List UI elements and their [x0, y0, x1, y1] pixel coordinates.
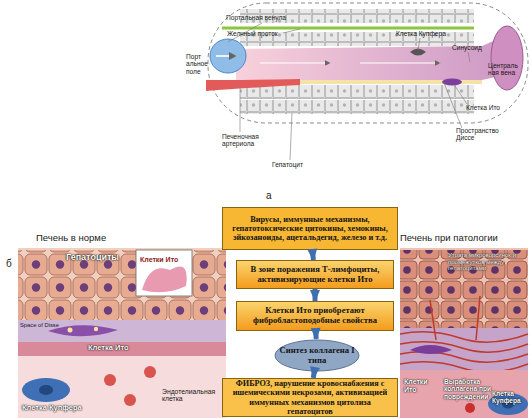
normal-liver-illustration-part: [22, 378, 70, 402]
part-label: Желчный проток: [227, 30, 278, 37]
flow-arrow: [312, 250, 313, 260]
fibrotic-liver-illustration-part-part: [430, 300, 436, 340]
fibrotic-liver-illustration-part-part: [476, 296, 480, 340]
part-label: Клетка Купфера: [22, 404, 82, 412]
part-label: Порт альное поле: [186, 53, 220, 75]
lobule-schematic-part: [208, 3, 528, 123]
lobule-schematic-part: [216, 55, 236, 57]
part-label: Пространство Диссе: [456, 127, 512, 142]
lobule-schematic-part-part: [290, 113, 292, 160]
normal-liver-illustration-part: [124, 394, 136, 406]
part-label: Гепатоциты: [66, 253, 119, 263]
normal-liver-illustration-part: [18, 248, 226, 418]
fibrotic-liver-illustration: [400, 248, 528, 418]
flow-arrow: [313, 331, 318, 339]
part-label: Клетка Купфера: [396, 30, 446, 37]
part-label: Клетка Ито: [88, 344, 129, 352]
lobule-schematic-part: [491, 26, 523, 90]
normal-liver-illustration-part: [18, 250, 226, 320]
ellipse-shape: [275, 340, 359, 371]
lobule-schematic-part-part: [468, 52, 470, 62]
part-label: Гепатоцит: [272, 161, 303, 168]
panel-heading: Печень при патологии: [400, 233, 498, 243]
lobule-schematic-part: [442, 79, 462, 86]
node-text: Клетки Ито приобретают фибробластоподобн…: [240, 306, 390, 325]
node-text: ФИБРОЗ, нарушение кровоснабжения с ишеми…: [226, 379, 394, 416]
part-label: Печеночная артериола: [222, 133, 274, 148]
part-label: Утрата микроворсинок и промежутков между…: [448, 252, 526, 272]
normal-liver-illustration-part: [18, 342, 226, 356]
fibrotic-liver-illustration-part: [400, 296, 528, 372]
part-label: Клетки Ито: [140, 256, 184, 264]
fibrotic-liver-illustration-part: [410, 345, 452, 354]
fibrotic-liver-illustration-part-part: [400, 352, 528, 362]
process-ellipse: Синтез коллагена I типа: [274, 339, 360, 372]
lobule-schematic-part: [240, 100, 474, 114]
part-label: Клетка Ито: [466, 104, 500, 111]
normal-liver-illustration-part: [68, 328, 73, 333]
lobule-schematic-part: [206, 79, 300, 91]
lobule-schematic-part: [360, 62, 440, 63]
lobule-schematic-part: [210, 39, 246, 73]
lobule-schematic-part-part: [283, 29, 300, 33]
part-label: Клетка Купфера: [492, 390, 528, 405]
outcome-box: ФИБРОЗ, нарушение кровоснабжения с ишеми…: [222, 378, 398, 417]
process-box: В зоне поражения Т-лимфоциты, активизиру…: [236, 260, 394, 289]
panel-letter: б: [6, 258, 12, 269]
normal-liver-illustration-part: [39, 385, 53, 395]
normal-liver-illustration-part: [18, 320, 226, 342]
lobule-schematic-part: [240, 85, 474, 99]
process-box: Клетки Ито приобретают фибробластоподобн…: [236, 301, 394, 331]
part-label: Space of Disse: [20, 322, 59, 328]
node-text: Синтез коллагена I типа: [277, 346, 357, 365]
fibrotic-liver-illustration-part: [400, 328, 528, 370]
lobule-schematic-part-part: [240, 88, 241, 132]
normal-liver-illustration-part: [136, 250, 192, 296]
normal-liver-illustration-part: [18, 356, 226, 418]
part-label: Портальная венула: [226, 14, 286, 21]
part-label: Эндотелиальная клетка: [162, 388, 224, 403]
fibrotic-liver-illustration-part: [400, 250, 528, 328]
lobule-schematic: [206, 3, 528, 160]
part-label: Клетки Ито: [404, 378, 442, 393]
lobule-schematic-part: [222, 27, 474, 30]
part-label: Синусоид: [452, 44, 482, 51]
normal-liver-illustration-part: [144, 366, 156, 378]
node-text: Вирусы, иммунные механизмы, гепатотоксич…: [226, 215, 394, 243]
normal-liver-illustration: [18, 248, 226, 418]
panel-heading: Печень в норме: [36, 233, 106, 243]
part-label: Централь ная вена: [488, 62, 526, 77]
fibrotic-liver-illustration-part: [400, 370, 528, 418]
lobule-schematic-part-part: [444, 83, 462, 128]
part-label: Выработка коллагена при повреждении: [444, 378, 496, 400]
lobule-schematic-part-part: [418, 38, 420, 50]
normal-liver-illustration-part: [142, 266, 187, 292]
fibrotic-liver-illustration-part-part: [400, 332, 528, 342]
normal-liver-illustration-part: [104, 374, 116, 386]
node-text: В зоне поражения Т-лимфоциты, активизиру…: [240, 265, 390, 284]
fibrotic-liver-illustration-part: [400, 248, 528, 418]
lobule-schematic-part-part: [455, 86, 467, 104]
normal-liver-illustration-part: [94, 327, 98, 331]
cause-box: Вирусы, иммунные механизмы, гепатотоксич…: [222, 207, 398, 250]
lobule-schematic-part: [228, 23, 470, 160]
flow-arrow: [313, 289, 318, 301]
lobule-schematic-part: [236, 38, 500, 80]
fibrotic-liver-illustration-part: [465, 403, 475, 413]
panel-letter: а: [266, 190, 272, 201]
lobule-schematic-part: [260, 62, 330, 63]
